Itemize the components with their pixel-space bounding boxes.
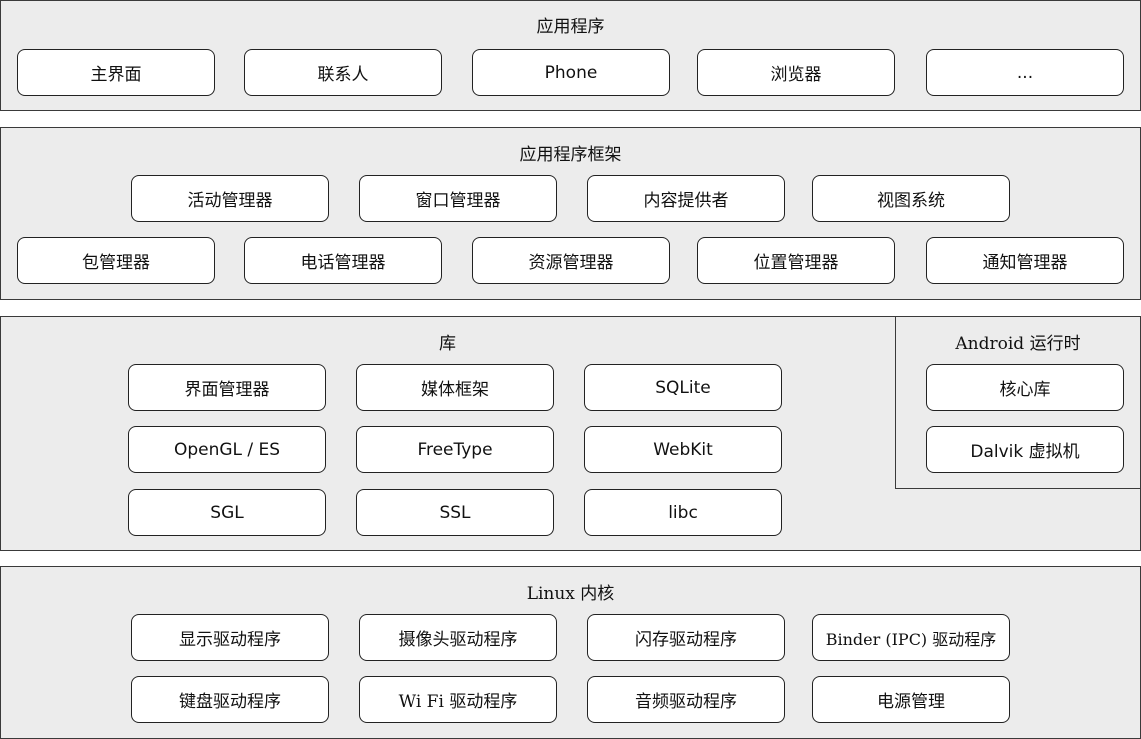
kernel-label: 闪存驱动程序 [635,630,737,650]
runtime-label: 核心库 [999,380,1051,400]
framework-layer: 应用程序框架 活动管理器 窗口管理器 内容提供者 视图系统 包管理器 电话管理器… [0,127,1141,300]
framework-label: 视图系统 [877,191,945,211]
framework-label: 窗口管理器 [415,191,501,211]
framework-box-view-system: 视图系统 [812,175,1010,222]
kernel-label: 摄像头驱动程序 [398,630,518,650]
library-box-freetype: FreeType [356,426,554,473]
kernel-box-wifi-driver: Wi Fi 驱动程序 [359,676,557,723]
framework-label: 通知管理器 [982,253,1068,273]
framework-box-telephony-manager: 电话管理器 [244,237,442,284]
app-box-phone: Phone [472,49,670,96]
android-runtime-layer: Android 运行时 核心库 Dalvik 虚拟机 [895,316,1141,489]
linux-kernel-layer-title: Linux 内核 [526,584,615,604]
linux-kernel-layer: Linux 内核 显示驱动程序 摄像头驱动程序 闪存驱动程序 Binder (I… [0,566,1141,739]
android-runtime-layer-title: Android 运行时 [955,334,1081,354]
framework-box-window-manager: 窗口管理器 [359,175,557,222]
framework-box-activity-manager: 活动管理器 [131,175,329,222]
kernel-box-binder-ipc-driver: Binder (IPC) 驱动程序 [812,614,1010,661]
app-label: Phone [544,62,598,83]
kernel-box-flash-memory-driver: 闪存驱动程序 [587,614,785,661]
library-box-sqlite: SQLite [584,364,782,411]
library-box-ssl: SSL [356,489,554,536]
app-label: 主界面 [90,65,142,85]
applications-layer: 应用程序 主界面 联系人 Phone 浏览器 ... [0,0,1141,111]
framework-label: 内容提供者 [643,191,729,211]
framework-layer-title: 应用程序框架 [519,145,622,165]
kernel-box-display-driver: 显示驱动程序 [131,614,329,661]
app-box-browser: 浏览器 [697,49,895,96]
kernel-label: Wi Fi 驱动程序 [398,692,518,712]
kernel-box-keypad-driver: 键盘驱动程序 [131,676,329,723]
library-box-media-framework: 媒体框架 [356,364,554,411]
app-box-more: ... [926,49,1124,96]
library-label: WebKit [653,439,713,460]
runtime-box-core-libraries: 核心库 [926,364,1124,411]
app-box-contacts: 联系人 [244,49,442,96]
app-box-home: 主界面 [17,49,215,96]
libraries-layer-title: 库 [439,334,456,354]
kernel-box-camera-driver: 摄像头驱动程序 [359,614,557,661]
library-box-surface-manager: 界面管理器 [128,364,326,411]
library-box-sgl: SGL [128,489,326,536]
framework-box-notification-manager: 通知管理器 [926,237,1124,284]
app-label: 联系人 [317,65,369,85]
library-label: 界面管理器 [184,380,270,400]
library-label: SGL [210,502,244,523]
kernel-box-power-management: 电源管理 [812,676,1010,723]
library-label: OpenGL / ES [173,439,281,460]
framework-box-resource-manager: 资源管理器 [472,237,670,284]
framework-label: 包管理器 [82,253,150,273]
runtime-label: Dalvik 虚拟机 [970,442,1080,462]
library-box-libc: libc [584,489,782,536]
app-label: ... [1016,62,1034,83]
framework-label: 资源管理器 [528,253,614,273]
library-box-webkit: WebKit [584,426,782,473]
kernel-label: Binder (IPC) 驱动程序 [825,629,997,649]
framework-box-location-manager: 位置管理器 [697,237,895,284]
framework-box-package-manager: 包管理器 [17,237,215,284]
kernel-box-audio-driver: 音频驱动程序 [587,676,785,723]
kernel-label: 音频驱动程序 [635,692,737,712]
kernel-label: 显示驱动程序 [179,630,281,650]
framework-box-content-providers: 内容提供者 [587,175,785,222]
library-label: 媒体框架 [421,380,489,400]
app-label: 浏览器 [770,65,822,85]
library-label: SSL [439,502,471,523]
framework-label: 电话管理器 [300,253,386,273]
framework-label: 位置管理器 [753,253,839,273]
library-box-opengl-es: OpenGL / ES [128,426,326,473]
library-label: SQLite [655,377,711,398]
kernel-label: 键盘驱动程序 [179,692,281,712]
applications-layer-title: 应用程序 [536,17,605,37]
runtime-box-dalvik-vm: Dalvik 虚拟机 [926,426,1124,473]
framework-label: 活动管理器 [187,191,273,211]
library-label: FreeType [417,439,493,460]
library-label: libc [668,502,698,523]
kernel-label: 电源管理 [877,692,945,712]
